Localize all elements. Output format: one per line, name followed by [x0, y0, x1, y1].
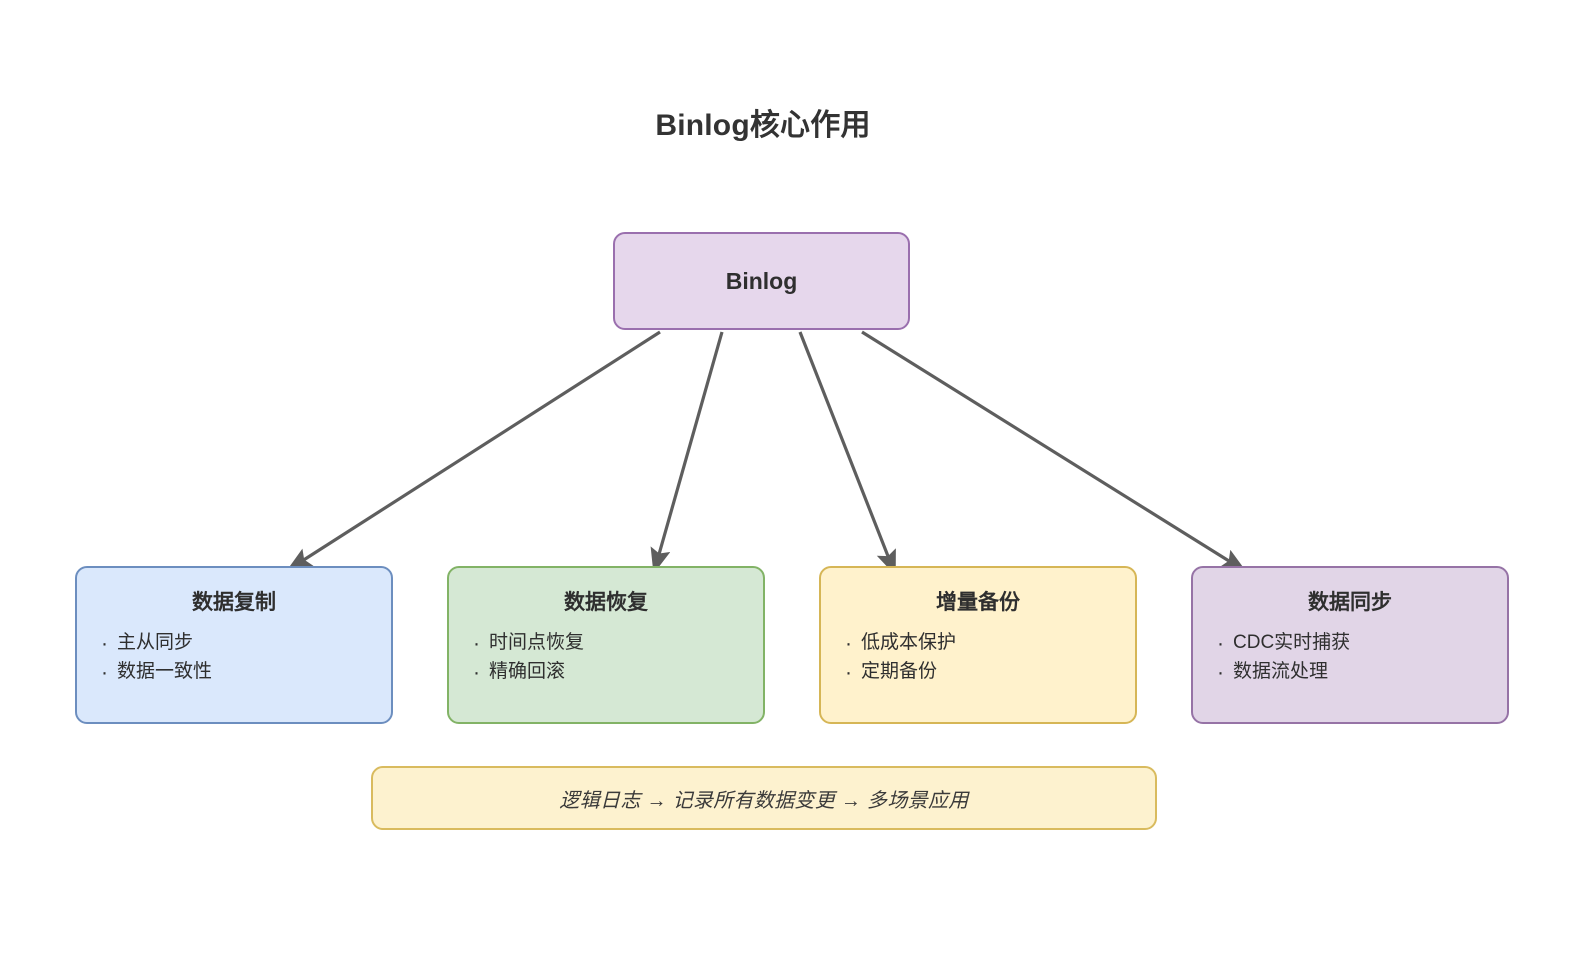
edge-binlog-to-incremental-backup	[798, 331, 897, 576]
node-data-sync[interactable]: 数据同步 CDC实时捕获 数据流处理	[1191, 566, 1509, 724]
node-incremental-backup-list: 低成本保护 定期备份	[843, 628, 1113, 689]
node-data-sync-list: CDC实时捕获 数据流处理	[1215, 628, 1485, 689]
list-item: 主从同步	[99, 628, 369, 660]
node-summary-footer-label: 逻辑日志 → 记录所有数据变更 → 多场景应用	[559, 789, 969, 812]
node-data-recovery-title: 数据恢复	[564, 591, 648, 614]
node-data-replication[interactable]: 数据复制 主从同步 数据一致性	[75, 566, 393, 724]
edge-binlog-to-data-replication	[286, 330, 661, 572]
list-item: 时间点恢复	[471, 628, 741, 660]
list-item: CDC实时捕获	[1215, 628, 1485, 660]
node-data-sync-title: 数据同步	[1308, 591, 1392, 614]
list-item: 精确回滚	[471, 657, 741, 689]
node-incremental-backup[interactable]: 增量备份 低成本保护 定期备份	[819, 566, 1137, 724]
edge-binlog-to-data-recovery	[650, 331, 724, 574]
list-item: 低成本保护	[843, 628, 1113, 660]
node-binlog-root[interactable]: Binlog	[613, 232, 910, 330]
list-item: 定期备份	[843, 657, 1113, 689]
page-title: Binlog核心作用	[655, 109, 871, 142]
node-binlog-label: Binlog	[725, 267, 798, 294]
node-incremental-backup-title: 增量备份	[936, 591, 1020, 614]
list-item: 数据一致性	[99, 657, 369, 689]
node-data-replication-title: 数据复制	[192, 591, 276, 614]
node-data-recovery-list: 时间点恢复 精确回滚	[471, 628, 741, 689]
edge-binlog-to-data-sync	[861, 330, 1247, 573]
node-data-replication-list: 主从同步 数据一致性	[99, 628, 369, 689]
node-data-recovery[interactable]: 数据恢复 时间点恢复 精确回滚	[447, 566, 765, 724]
list-item: 数据流处理	[1215, 657, 1485, 689]
node-summary-footer[interactable]: 逻辑日志 → 记录所有数据变更 → 多场景应用	[371, 766, 1157, 830]
